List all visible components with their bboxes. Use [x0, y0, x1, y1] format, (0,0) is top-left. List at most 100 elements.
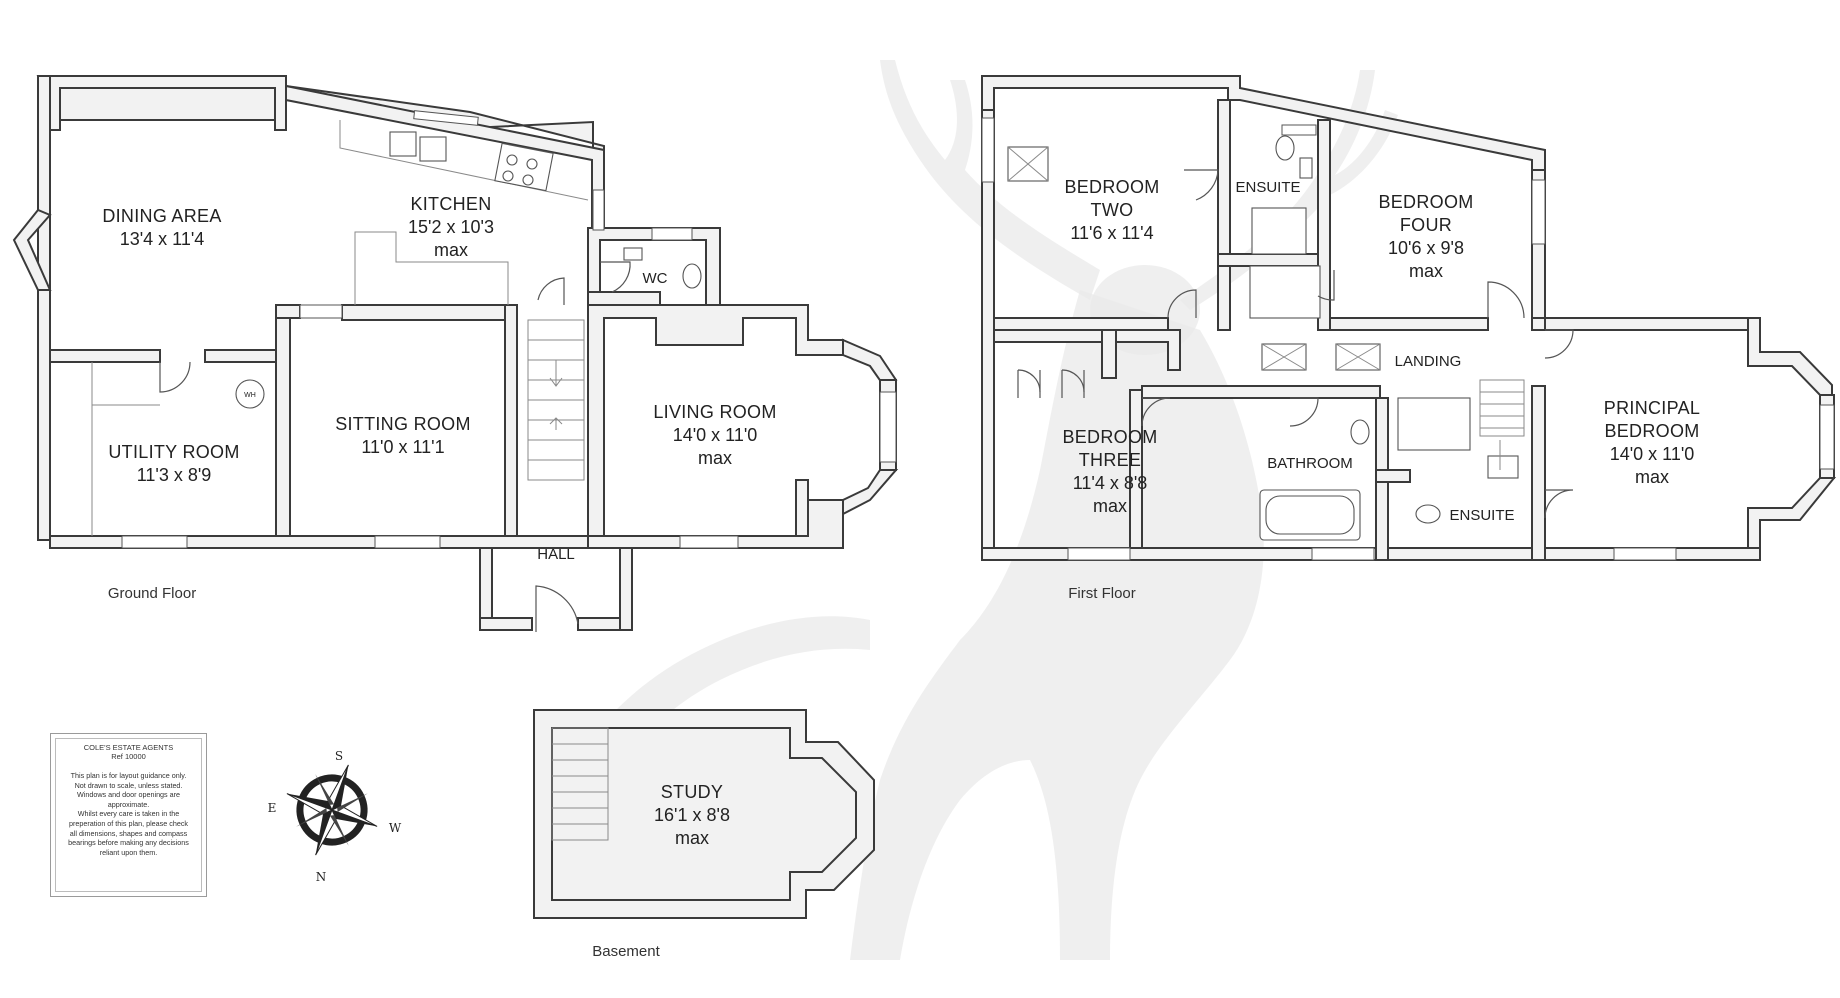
bed3-note: max [1093, 496, 1127, 516]
hall-bottom-wall [479, 617, 533, 631]
living-inner-notch [795, 479, 809, 537]
living-walls [587, 304, 844, 537]
kitchen-dims: 15'2 x 10'3 [408, 217, 494, 237]
kitchen-name: KITCHEN [410, 194, 491, 214]
wc-name: WC [643, 270, 668, 287]
bed2-bottom-wall [993, 317, 1169, 331]
bathroom-basin [1350, 419, 1370, 445]
bed3-top-closet [1101, 329, 1117, 379]
bed4-window [1531, 179, 1546, 245]
sitting-top-wall [275, 304, 301, 319]
cupboard-door [1317, 270, 1335, 301]
disclaimer-line: reliant upon them. [99, 847, 158, 857]
disclaimer-box: COLE'S ESTATE AGENTS Ref 10000 This plan… [50, 733, 207, 897]
kitchen-hob [494, 142, 554, 192]
bed2-ensuite-door [1184, 169, 1219, 201]
bathroom-top-wall [1141, 385, 1381, 399]
ensuite-bottom-wall [1217, 253, 1319, 267]
disclaimer-line: Whilst every care is taken in the [77, 809, 180, 819]
kitchen-window [413, 110, 479, 126]
disclaimer-inner: COLE'S ESTATE AGENTS Ref 10000 This plan… [55, 738, 202, 892]
bed2-door [1167, 289, 1197, 319]
disclaimer-line: Windows and door openings are [76, 790, 181, 800]
water-heater-icon [235, 379, 265, 409]
principal-window [1613, 547, 1677, 561]
kitchen-peninsula [354, 231, 509, 305]
utility-name: UTILITY ROOM [108, 442, 239, 462]
first-floor-plan [981, 75, 1837, 561]
principal-dims: 14'0 x 11'0 [1610, 444, 1695, 464]
first-outer-top [981, 75, 1546, 171]
disclaimer-line: preperation of this plan, please check [68, 818, 189, 828]
living-dims: 14'0 x 11'0 [673, 425, 758, 445]
utility-right-wall [275, 304, 291, 537]
sitting-window [374, 535, 441, 549]
dining-left-wall [37, 289, 51, 541]
principal-bay [1747, 317, 1833, 396]
basement-plan [533, 709, 875, 919]
bed4-door [1487, 281, 1525, 319]
bed3-dims: 11'4 x 8'8 [1073, 473, 1148, 493]
kitchen-note: max [434, 240, 468, 260]
compass-w: W [389, 821, 402, 835]
utility-dims: 11'3 x 8'9 [137, 465, 212, 485]
bed3-name-2: THREE [1079, 450, 1142, 470]
bed3-right-wall [1129, 389, 1143, 549]
principal-name-1: PRINCIPAL [1604, 398, 1700, 418]
bed4-name-1: BEDROOM [1378, 192, 1473, 212]
bed3-name-1: BEDROOM [1062, 427, 1157, 447]
disclaimer-line: bearings before making any decisions [68, 838, 189, 848]
ensuite-window [1281, 124, 1317, 136]
ensuite2-basin [1487, 455, 1519, 479]
living-bay-window [879, 391, 897, 463]
ensuite-basin [1299, 157, 1313, 179]
ensuite-toilet [1275, 135, 1295, 161]
wc-toilet [682, 263, 702, 289]
utility-door [159, 361, 191, 393]
disclaimer-line: This plan is for layout guidance only. [70, 771, 187, 780]
wc-basin [623, 247, 643, 261]
wc-bottom-wall [587, 291, 661, 306]
sitting-top-wall-2 [341, 304, 518, 321]
bed2-right-wall [1217, 99, 1231, 331]
ensuite-cupboard [1249, 265, 1321, 319]
ground-floor-plan [12, 75, 899, 632]
bed3-door [1141, 397, 1171, 427]
living-bay-bottom [842, 469, 899, 516]
bed3-wardrobe [1017, 369, 1085, 398]
sitting-top-opening [299, 304, 343, 319]
skylight-landing-2 [1335, 343, 1381, 371]
bed3-top-wall [993, 329, 1109, 343]
hall-right-wall [619, 547, 633, 631]
kitchen-top-wall [38, 75, 287, 131]
bathroom-door [1289, 397, 1319, 427]
bed2-name-2: TWO [1091, 200, 1134, 220]
kitchen-sink-2 [419, 136, 447, 162]
living-note: max [698, 448, 732, 468]
compass-e: E [268, 801, 277, 815]
utility-counter [91, 362, 160, 536]
ground-floor-label: Ground Floor [108, 585, 196, 602]
sitting-right-wall [504, 304, 518, 537]
bed4-note: max [1409, 261, 1443, 281]
first-floor-label: First Floor [1068, 585, 1136, 602]
living-window [679, 535, 739, 549]
disclaimer-line: all dimensions, shapes and compass [69, 828, 188, 838]
bed3-window [1067, 547, 1131, 561]
principal-door [1544, 329, 1574, 359]
ensuite1-name: ENSUITE [1235, 179, 1300, 196]
principal-name-2: BEDROOM [1604, 421, 1699, 441]
bed4-name-2: FOUR [1400, 215, 1452, 235]
kitchen-side-window [592, 189, 605, 231]
study-note: max [675, 828, 709, 848]
compass-n: N [316, 870, 327, 884]
utility-window [121, 535, 188, 549]
bathroom-window [1311, 547, 1375, 561]
bed4-dims: 10'6 x 9'8 [1388, 238, 1464, 258]
disclaimer-line: Not drawn to scale, unless stated. [74, 780, 183, 790]
living-name: LIVING ROOM [653, 402, 776, 422]
study-dims: 16'1 x 8'8 [654, 805, 730, 825]
skylight-bed2 [1007, 146, 1049, 182]
ensuite2-right-wall [1531, 385, 1546, 561]
dining-name: DINING AREA [102, 206, 221, 226]
